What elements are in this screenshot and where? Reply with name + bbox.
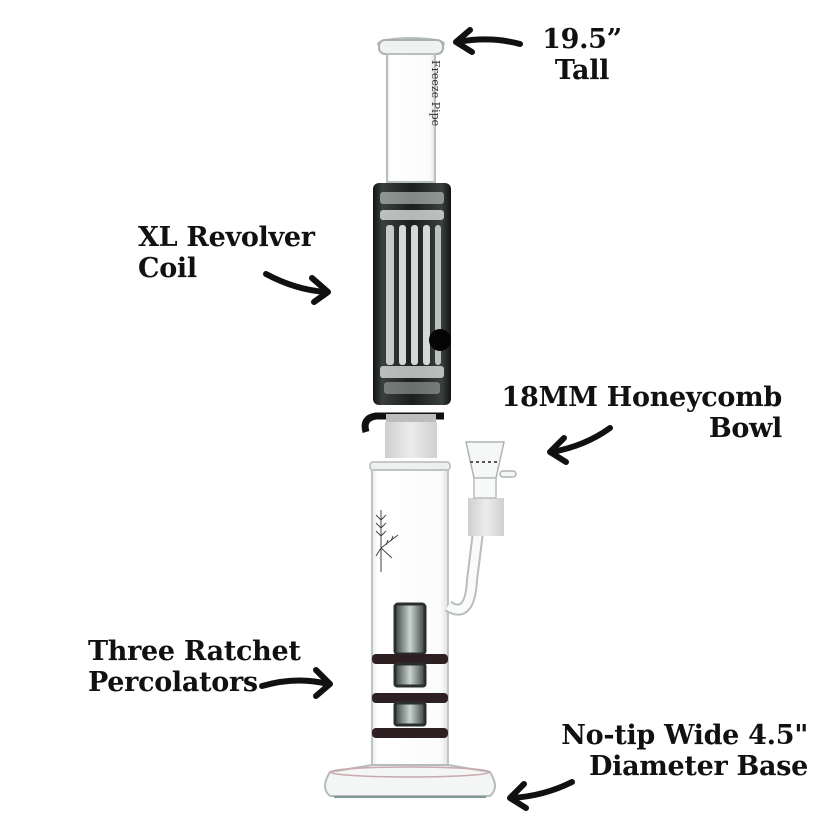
ratchet-percolators — [372, 602, 448, 738]
annotation-height-line1: 19.5” — [542, 24, 622, 55]
annotation-percolators-line1: Three Ratchet — [88, 636, 301, 667]
annotation-height: 19.5” Tall — [534, 24, 630, 86]
annotation-percolators: Three Ratchet Percolators — [88, 636, 301, 698]
annotation-coil-line1: XL Revolver — [138, 222, 315, 253]
arrow-base-icon — [507, 779, 575, 811]
annotation-bowl-line2: Bowl — [708, 413, 782, 444]
arrow-bowl-icon — [547, 425, 613, 465]
revolver-coil — [373, 183, 451, 405]
annotation-percolators-line2: Percolators — [88, 667, 258, 698]
annotation-bowl: 18MM Honeycomb Bowl — [501, 382, 783, 444]
annotation-bowl-line1: 18MM Honeycomb — [501, 382, 783, 413]
snowflake-engraving — [375, 510, 399, 572]
frosted-joint — [385, 422, 437, 458]
base — [324, 764, 496, 798]
arrow-coil-icon — [263, 271, 331, 305]
annotation-base-line1: No-tip Wide 4.5" — [561, 720, 808, 751]
annotation-height-line2: Tall — [554, 55, 610, 86]
annotation-base: No-tip Wide 4.5" Diameter Base — [561, 720, 808, 782]
arrow-height-icon — [453, 27, 523, 55]
annotation-base-line2: Diameter Base — [589, 751, 808, 782]
tube-engraving: Freeze Pipe — [429, 60, 442, 126]
mouthpiece-tube: Freeze Pipe — [377, 37, 445, 183]
keck-clip — [361, 412, 444, 433]
bowl-joint — [468, 498, 504, 536]
arrow-percolators-icon — [259, 667, 333, 699]
annotation-coil: XL Revolver Coil — [138, 222, 315, 284]
annotation-coil-line2: Coil — [138, 253, 197, 284]
honeycomb-bowl — [444, 441, 517, 616]
